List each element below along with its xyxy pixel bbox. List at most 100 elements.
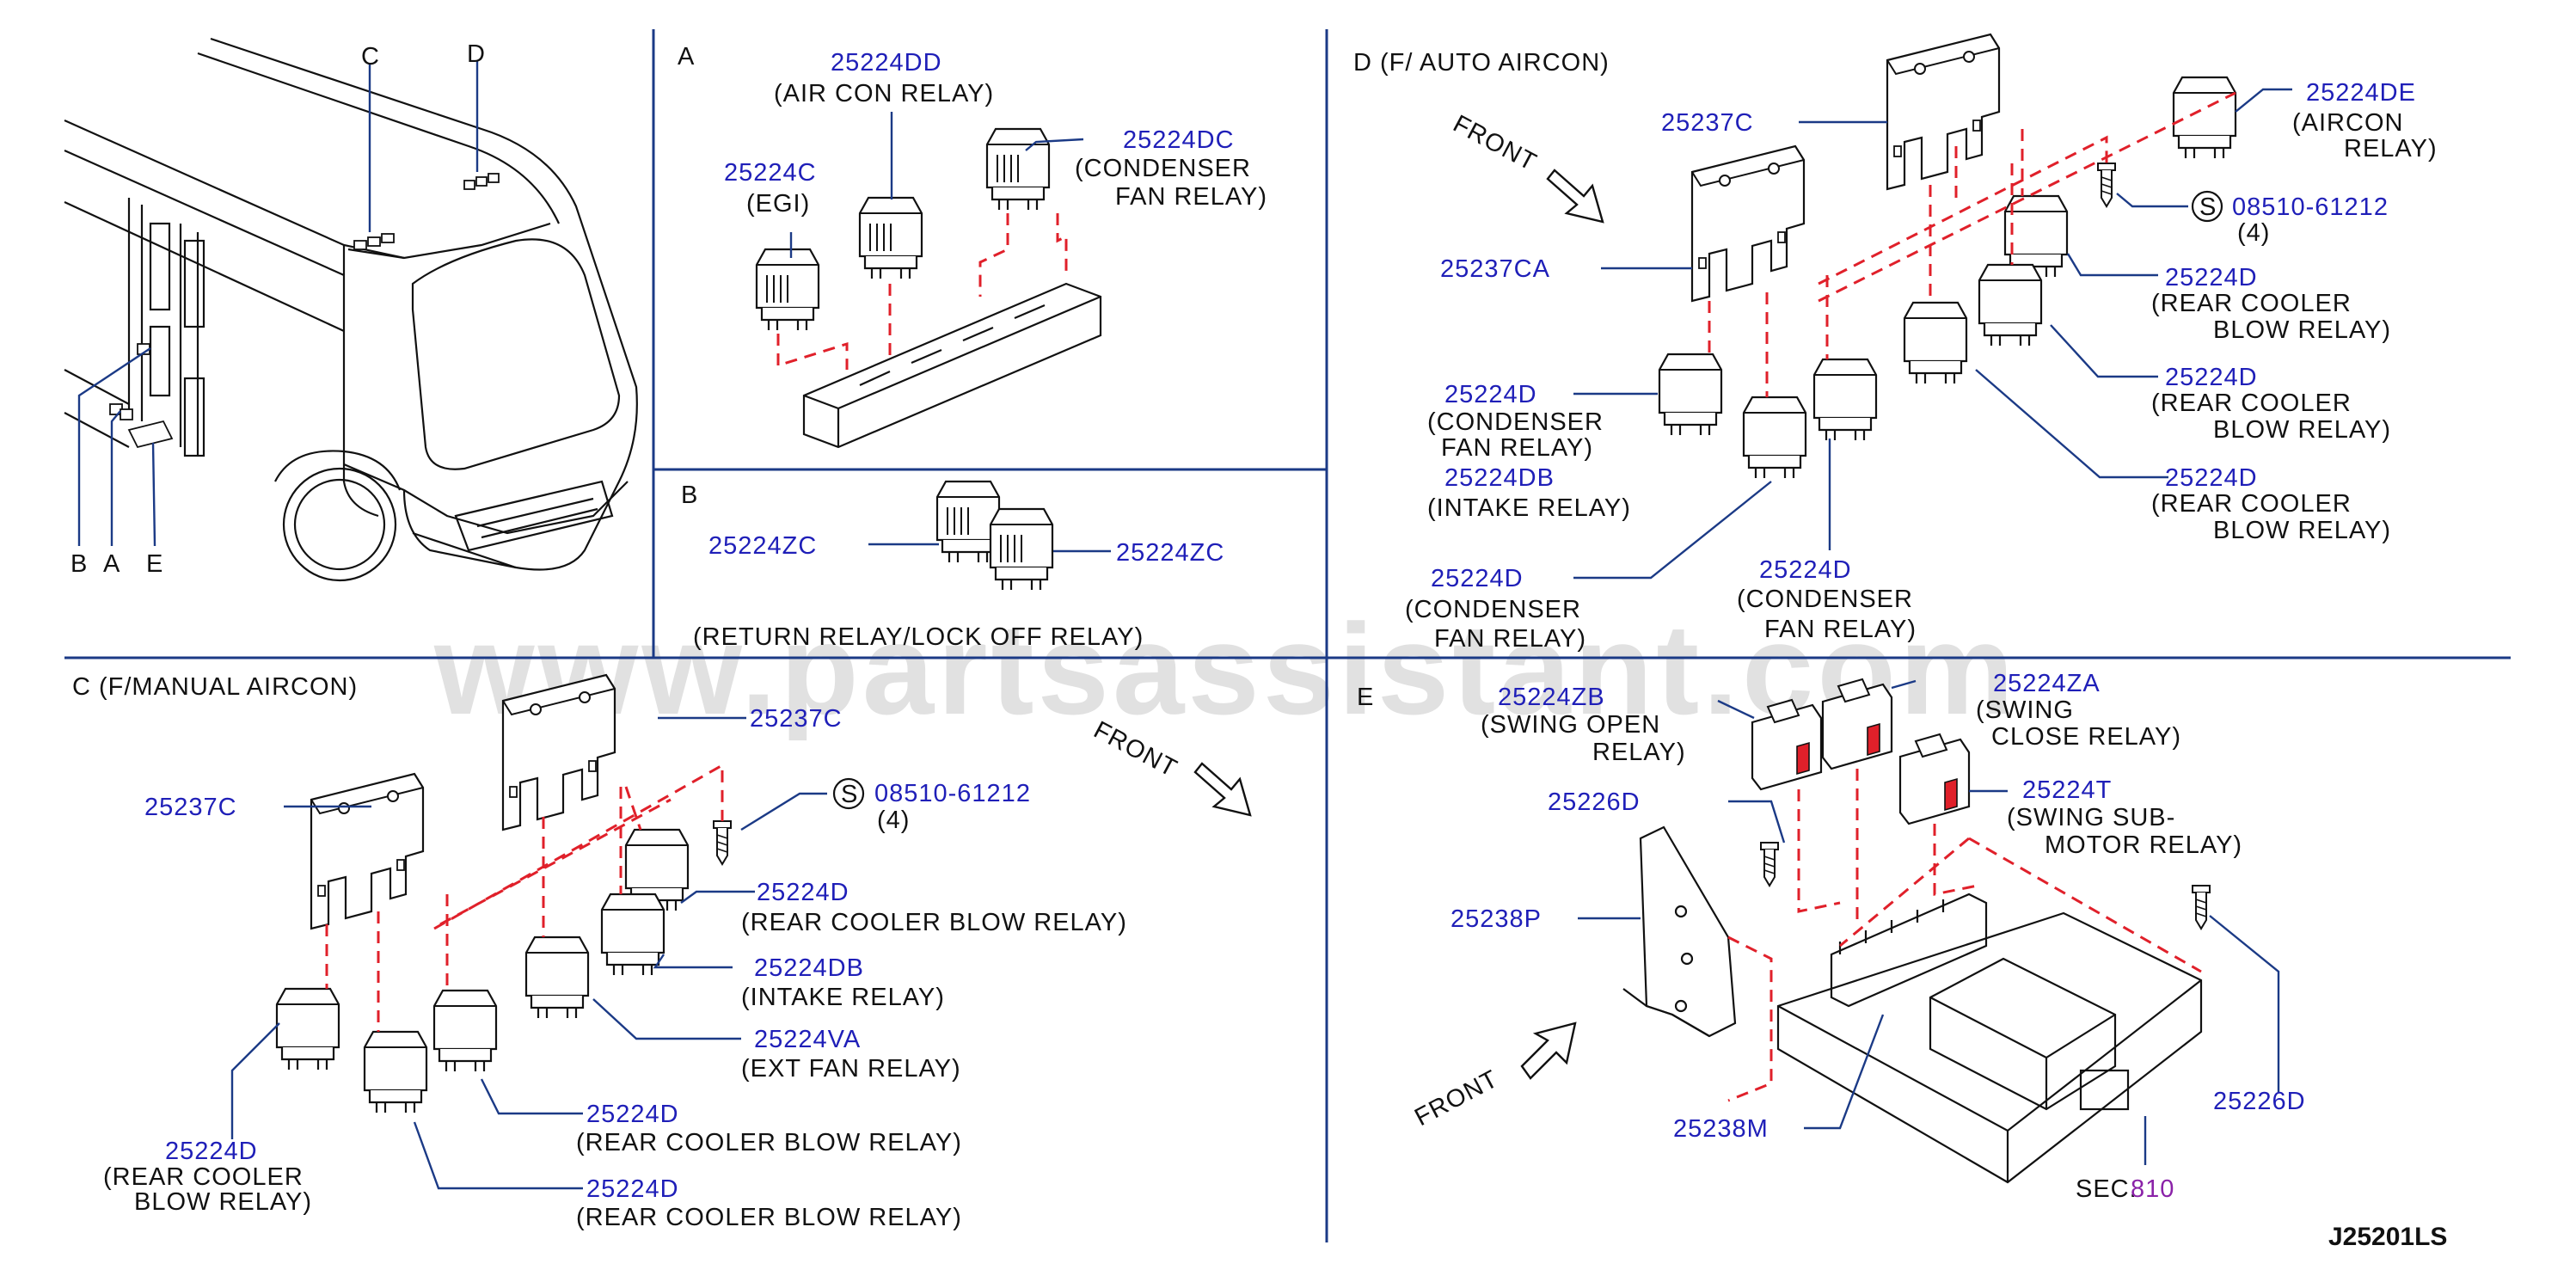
- screw-08510-d: [2097, 163, 2116, 207]
- relay-egi: [755, 248, 820, 332]
- part-desc-25224d-c4-line2: BLOW RELAY): [134, 1188, 312, 1216]
- part-number-25237c-left: 25237C: [144, 794, 237, 821]
- part-desc-25224d-c4-line1: (REAR COOLER: [103, 1163, 304, 1191]
- section-c: C (F/MANUAL AIRCON) 25237C 25237C S 0851…: [72, 673, 1252, 1231]
- relay-d-condenser-left: [1658, 353, 1723, 437]
- vehicle-callout-e: E: [146, 550, 163, 578]
- section-e-letter: E: [1357, 684, 1374, 711]
- relay-air-con: [858, 196, 923, 280]
- section-b-caption: (RETURN RELAY/LOCK OFF RELAY): [693, 623, 1144, 651]
- part-desc-25224de-line1: (AIRCON: [2292, 109, 2403, 137]
- part-number-25224d-d5: 25224D: [1431, 565, 1524, 592]
- bracket-25237c-right: [501, 673, 616, 831]
- relay-c-intake: [600, 893, 665, 977]
- relay-condenser-guide: [978, 213, 1068, 297]
- part-number-08510-61212-d: 08510-61212: [2232, 193, 2389, 221]
- part-desc-25224d-d4-line2: FAN RELAY): [1441, 434, 1593, 462]
- section-d: D (F/ AUTO AIRCON) FRONT 25237C 25237CA …: [1353, 33, 2438, 653]
- part-desc-25224dc-line2: FAN RELAY): [1115, 183, 1267, 211]
- part-number-25226d-right: 25226D: [2213, 1088, 2306, 1115]
- screw-symbol-s: S: [841, 781, 858, 808]
- part-number-25224d-d1: 25224D: [2165, 264, 2258, 291]
- bolt-25226d-right: [2192, 885, 2211, 929]
- part-number-25237ca: 25237CA: [1440, 255, 1550, 283]
- part-desc-25224d-d2-line2: BLOW RELAY): [2213, 416, 2391, 444]
- part-desc-25224d-c3: (REAR COOLER BLOW RELAY): [576, 1204, 962, 1231]
- relay-c-rear-cooler-low: [363, 1030, 428, 1114]
- part-desc-25224de-line2: RELAY): [2344, 135, 2438, 163]
- vehicle-callout-d: D: [467, 40, 486, 68]
- controller-box-25238m: [1776, 893, 2203, 1184]
- part-desc-25224dc-line1: (CONDENSER: [1075, 155, 1251, 182]
- part-number-25224db-d: 25224DB: [1444, 464, 1555, 492]
- part-desc-25224d-d4-line1: (CONDENSER: [1427, 408, 1604, 436]
- part-number-25224d-d3: 25224D: [2165, 464, 2258, 492]
- part-desc-25224d-d6-line2: FAN RELAY): [1764, 616, 1917, 643]
- part-number-25224zc-left: 25224ZC: [708, 532, 817, 560]
- bracket-25238p: [1622, 825, 1737, 1038]
- part-desc-25224d-d5-line2: FAN RELAY): [1434, 625, 1586, 653]
- relay-block: [802, 282, 1102, 449]
- relay-e-swing-close: [1821, 678, 1893, 770]
- section-b-letter: B: [681, 482, 698, 509]
- screw-08510: [713, 820, 732, 865]
- section-b: B 25224ZC 25224ZC (RETURN RELAY/LOCK OFF…: [681, 480, 1224, 651]
- part-desc-25224dd: (AIR CON RELAY): [774, 80, 994, 107]
- sec-ref-number: 810: [2131, 1175, 2174, 1203]
- part-desc-25224d-c2: (REAR COOLER BLOW RELAY): [576, 1129, 962, 1156]
- vehicle-callout-b: B: [71, 550, 88, 578]
- relay-d-condenser-right: [1742, 396, 1807, 480]
- section-a-letter: A: [678, 43, 695, 71]
- part-number-25224dd: 25224DD: [831, 49, 942, 77]
- section-d-guides: [1708, 91, 2236, 397]
- section-e: E: [1357, 670, 2306, 1203]
- section-a: A 25224DD (AIR CON RELAY) 25224DC (CONDE…: [678, 43, 1267, 449]
- part-number-25224d-d2: 25224D: [2165, 364, 2258, 391]
- part-number-25224zb: 25224ZB: [1498, 684, 1605, 711]
- part-desc-25224d-d1-line2: BLOW RELAY): [2213, 316, 2391, 344]
- section-c-guides: [325, 763, 724, 1032]
- front-arrow-e: FRONT: [1410, 1021, 1577, 1132]
- bracket-25237c-d: [1886, 33, 2001, 191]
- bolt-25226d-left: [1760, 842, 1779, 886]
- relay-c-rear-cooler-left: [275, 987, 340, 1071]
- part-number-25224d-d6: 25224D: [1759, 556, 1852, 584]
- part-desc-25224zb-line2: RELAY): [1592, 739, 1686, 766]
- part-number-25224za: 25224ZA: [1993, 670, 2101, 697]
- part-desc-25224db-d: (INTAKE RELAY): [1427, 494, 1631, 522]
- part-number-08510-61212-c: 08510-61212: [874, 780, 1031, 807]
- part-desc-25224zb-line1: (SWING OPEN: [1481, 711, 1660, 739]
- part-desc-25224c: (EGI): [746, 190, 810, 218]
- part-desc-25224va: (EXT FAN RELAY): [741, 1055, 961, 1083]
- part-desc-25224d-d5-line1: (CONDENSER: [1405, 596, 1581, 623]
- part-desc-25224t-line2: MOTOR RELAY): [2045, 831, 2242, 859]
- part-desc-25224d-d1-line1: (REAR COOLER: [2151, 290, 2352, 317]
- part-number-25224d-c1: 25224D: [757, 879, 849, 906]
- part-desc-25224d-d2-line1: (REAR COOLER: [2151, 390, 2352, 417]
- relay-d-intake: [1812, 358, 1878, 442]
- relay-c-rear-cooler-mid: [432, 989, 498, 1073]
- part-number-25237c-right: 25237C: [750, 705, 843, 733]
- bracket-25237ca: [1690, 144, 1806, 303]
- part-desc-25224d-d6-line1: (CONDENSER: [1737, 586, 1913, 613]
- part-number-25238m: 25238M: [1673, 1115, 1769, 1143]
- screw-symbol-s-d: S: [2199, 193, 2217, 221]
- vehicle-callout-a: A: [103, 550, 120, 578]
- screw-qty-c: (4): [877, 807, 910, 834]
- part-number-25237c-d: 25237C: [1661, 109, 1754, 137]
- sec-ref-prefix: SEC.: [2076, 1175, 2137, 1203]
- vehicle-callout-c: C: [361, 43, 380, 71]
- svg-text:FRONT: FRONT: [1449, 110, 1542, 176]
- section-e-guides: [1727, 769, 2202, 1102]
- diagram-id: J25201LS: [2328, 1223, 2447, 1251]
- part-number-25224c: 25224C: [724, 159, 817, 187]
- front-arrow-d: FRONT: [1449, 110, 1604, 224]
- relay-egi-guide: [776, 334, 849, 370]
- part-number-25224de: 25224DE: [2306, 79, 2416, 107]
- section-c-heading: C (F/MANUAL AIRCON): [72, 673, 358, 701]
- part-desc-25224za-line1: (SWING: [1976, 696, 2074, 724]
- part-desc-25224t-line1: (SWING SUB-: [2007, 804, 2175, 831]
- relay-lock-off: [989, 507, 1054, 592]
- relay-c-ext-fan: [524, 936, 590, 1020]
